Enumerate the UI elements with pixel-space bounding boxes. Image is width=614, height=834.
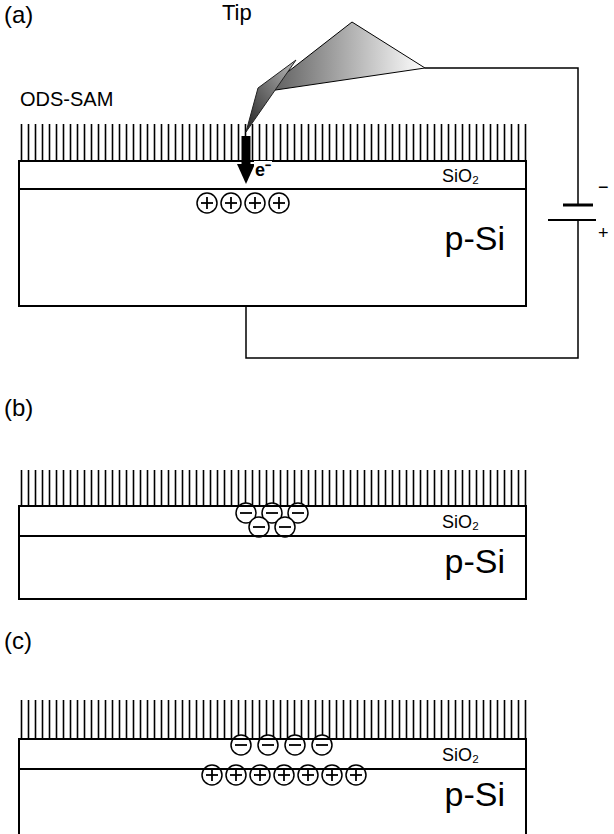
layer-label: p-Si xyxy=(445,220,505,257)
sam-label: ODS-SAM xyxy=(20,88,113,110)
charge-sign xyxy=(235,769,237,781)
charge-sign xyxy=(278,197,280,209)
charge-sign xyxy=(355,769,357,781)
cantilever xyxy=(262,22,425,92)
sam-bristles xyxy=(18,470,527,506)
charge-sign xyxy=(292,512,304,514)
charge-sign xyxy=(307,769,309,781)
electron-label: e⁻ xyxy=(254,161,272,181)
positive-charge xyxy=(298,765,318,785)
charge-sign xyxy=(206,197,208,209)
afm-tip xyxy=(246,60,296,132)
charge-sign xyxy=(283,769,285,781)
wire xyxy=(246,220,578,358)
positive-charge xyxy=(269,193,289,213)
charge-sign xyxy=(235,744,247,746)
layer-label: SiO₂ xyxy=(442,167,479,187)
positive-charge xyxy=(322,765,342,785)
charge-sign xyxy=(253,526,265,528)
positive-charge xyxy=(250,765,270,785)
electron-arrow-head xyxy=(237,164,255,184)
tip-label: Tip xyxy=(222,1,252,25)
battery-positive-plate xyxy=(548,219,596,221)
charge-sign xyxy=(254,197,256,209)
wire xyxy=(425,68,578,205)
positive-charge xyxy=(346,765,366,785)
charge-sign xyxy=(262,744,274,746)
battery-terminal: + xyxy=(598,224,609,244)
panel-label: (a) xyxy=(4,2,33,28)
layer-label: p-Si xyxy=(445,776,505,813)
charge-sign xyxy=(259,769,261,781)
panel-label: (c) xyxy=(4,628,32,654)
panel-label: (b) xyxy=(4,395,33,421)
charge-sign xyxy=(211,769,213,781)
oxide-layer: SiO₂ xyxy=(18,505,527,537)
layer-label: SiO₂ xyxy=(442,746,479,766)
silicon-substrate: p-Si xyxy=(18,770,527,834)
charge-sign xyxy=(230,197,232,209)
positive-charge xyxy=(202,765,222,785)
layer-label: SiO₂ xyxy=(442,513,479,533)
charge-sign xyxy=(240,512,252,514)
charges xyxy=(197,193,366,785)
battery-terminal: − xyxy=(598,178,609,198)
positive-charge xyxy=(221,193,241,213)
negative-charge xyxy=(275,517,295,537)
battery-negative-plate xyxy=(563,204,593,207)
positive-charge xyxy=(197,193,217,213)
layer-label: p-Si xyxy=(445,543,505,580)
charge-sign xyxy=(289,744,301,746)
oxide-layer: SiO₂ xyxy=(18,160,527,190)
oxide-layer: SiO₂ xyxy=(18,738,527,770)
charge-sign xyxy=(316,744,328,746)
negative-charge xyxy=(249,517,269,537)
charge-sign xyxy=(331,769,333,781)
charge-sign xyxy=(266,512,278,514)
positive-charge xyxy=(245,193,265,213)
positive-charge xyxy=(274,765,294,785)
silicon-substrate: p-Si xyxy=(18,537,527,600)
positive-charge xyxy=(226,765,246,785)
sam-bristles xyxy=(18,700,527,739)
sam-bristles xyxy=(18,124,527,161)
charge-sign xyxy=(279,526,291,528)
silicon-substrate: p-Si xyxy=(18,190,527,307)
